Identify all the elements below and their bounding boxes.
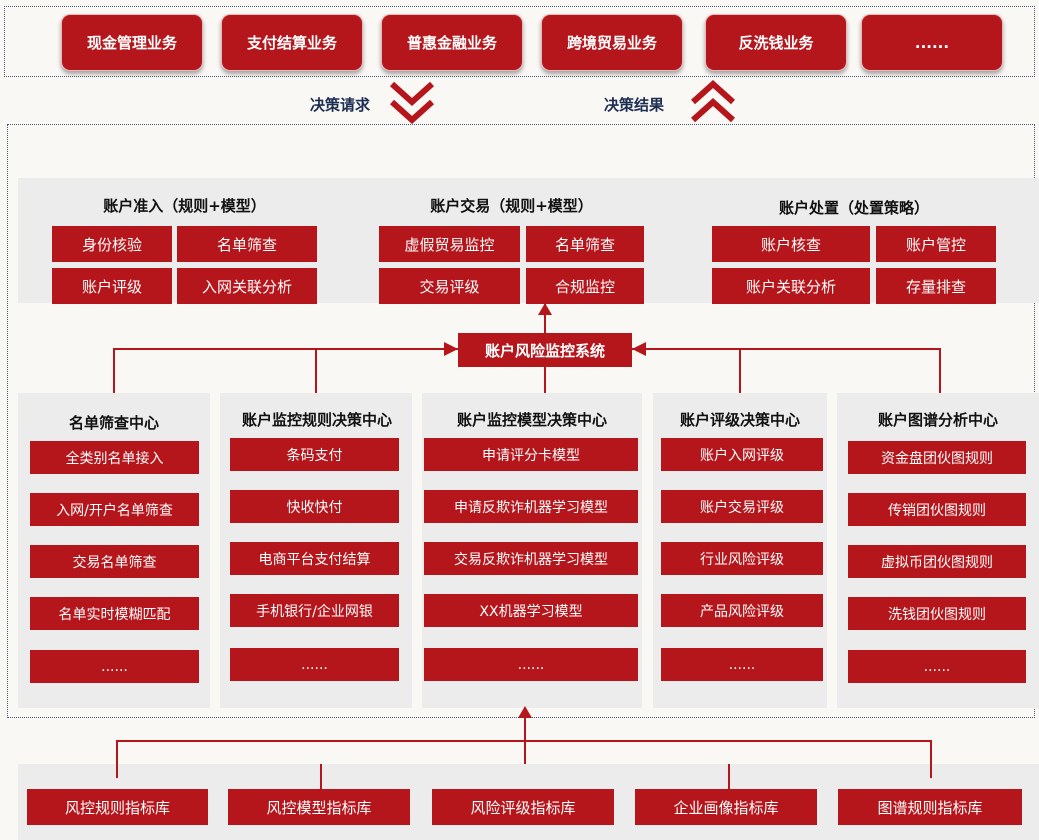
business-more[interactable]: ......	[861, 14, 1003, 71]
business-row-frame	[4, 6, 1035, 77]
center1-item-2[interactable]: 入网/开户名单筛查	[30, 493, 199, 526]
center4-item-more[interactable]: ......	[661, 648, 823, 681]
panel-title-account-transaction: 账户交易（规则+模型）	[430, 197, 593, 215]
connector-lib-1	[116, 740, 118, 778]
connector-rating-center	[739, 348, 741, 393]
risk-rating-indicator-library[interactable]: 风险评级指标库	[432, 789, 614, 825]
connector-graph-center	[939, 348, 941, 393]
business-cross-border-trade[interactable]: 跨境贸易业务	[541, 14, 683, 71]
center2-item-more[interactable]: ......	[230, 648, 399, 681]
account-check-button[interactable]: 账户核查	[712, 226, 870, 262]
arrow-up-icon	[518, 706, 532, 718]
list-screening-center-title: 名单筛查中心	[68, 414, 159, 432]
center2-item-1[interactable]: 条码支付	[230, 438, 399, 471]
center3-item-1[interactable]: 申请评分卡模型	[424, 438, 638, 471]
center3-item-more[interactable]: ......	[424, 648, 638, 681]
chevron-up-icon	[690, 79, 736, 123]
center1-item-more[interactable]: ......	[30, 650, 199, 683]
decision-result-label: 决策结果	[604, 96, 665, 114]
center5-item-2[interactable]: 传销团伙图规则	[848, 493, 1026, 526]
connector-model-center	[544, 367, 546, 393]
arrow-left-icon	[632, 342, 646, 356]
center3-item-4[interactable]: XX机器学习模型	[424, 594, 638, 627]
arrow-up-icon	[538, 303, 552, 315]
connector-list-center	[113, 348, 115, 393]
model-decision-center-title: 账户监控模型决策中心	[456, 411, 607, 429]
compliance-monitor-button[interactable]: 合规监控	[526, 268, 644, 304]
center1-item-3[interactable]: 交易名单筛查	[30, 545, 199, 578]
center2-item-2[interactable]: 快收快付	[230, 490, 399, 523]
center4-item-2[interactable]: 账户交易评级	[661, 490, 823, 523]
center4-item-4[interactable]: 产品风险评级	[661, 594, 823, 627]
center4-item-3[interactable]: 行业风险评级	[661, 542, 823, 575]
connector-rule-center	[315, 348, 317, 393]
center1-item-1[interactable]: 全类别名单接入	[30, 441, 199, 474]
center4-item-1[interactable]: 账户入网评级	[661, 438, 823, 471]
risk-model-indicator-library[interactable]: 风控模型指标库	[228, 789, 410, 825]
center2-item-4[interactable]: 手机银行/企业网银	[230, 594, 399, 627]
business-payment-settlement[interactable]: 支付结算业务	[221, 14, 363, 71]
arrow-right-icon	[444, 342, 458, 356]
account-rating-button[interactable]: 账户评级	[52, 268, 172, 304]
connector-lib-4	[728, 764, 730, 789]
fake-trade-monitor-button[interactable]: 虚假贸易监控	[379, 226, 520, 262]
enterprise-profile-indicator-library[interactable]: 企业画像指标库	[635, 789, 817, 825]
business-anti-money-laundering[interactable]: 反洗钱业务	[705, 14, 847, 71]
account-control-button[interactable]: 账户管控	[876, 226, 996, 262]
center5-item-1[interactable]: 资金盘团伙图规则	[848, 441, 1026, 474]
risk-rule-indicator-library[interactable]: 风控规则指标库	[27, 789, 208, 825]
connector-libraries-up	[524, 714, 526, 778]
connector-lib-2	[320, 764, 322, 789]
rule-decision-center-title: 账户监控规则决策中心	[241, 411, 392, 429]
center3-item-2[interactable]: 申请反欺诈机器学习模型	[424, 490, 638, 523]
account-risk-monitoring-system[interactable]: 账户风险监控系统	[458, 333, 632, 367]
decision-request-label: 决策请求	[310, 96, 371, 114]
account-link-analysis-button[interactable]: 账户关联分析	[712, 268, 870, 304]
center5-item-3[interactable]: 虚拟币团伙图规则	[848, 545, 1026, 578]
business-inclusive-finance[interactable]: 普惠金融业务	[381, 14, 523, 71]
panel-title-account-disposal: 账户处置（处置策略）	[778, 199, 929, 217]
center1-item-4[interactable]: 名单实时模糊匹配	[30, 597, 199, 630]
transaction-rating-button[interactable]: 交易评级	[379, 268, 520, 304]
center5-item-more[interactable]: ......	[848, 650, 1026, 683]
center2-item-3[interactable]: 电商平台支付结算	[230, 542, 399, 575]
stock-inspection-button[interactable]: 存量排查	[876, 268, 996, 304]
rating-decision-center-title: 账户评级决策中心	[679, 411, 800, 429]
identity-verification-button[interactable]: 身份核验	[52, 226, 172, 262]
center3-item-3[interactable]: 交易反欺诈机器学习模型	[424, 542, 638, 575]
connector-to-panels	[544, 303, 546, 333]
connector-libraries-horizontal	[116, 740, 932, 742]
panel-title-account-admission: 账户准入（规则+模型）	[103, 197, 266, 215]
onboarding-link-analysis-button[interactable]: 入网关联分析	[177, 268, 317, 304]
transaction-list-screening-button[interactable]: 名单筛查	[526, 226, 644, 262]
center5-item-4[interactable]: 洗钱团伙图规则	[848, 597, 1026, 630]
list-screening-button[interactable]: 名单筛查	[177, 226, 317, 262]
business-cash-management[interactable]: 现金管理业务	[61, 14, 203, 71]
graph-rule-indicator-library[interactable]: 图谱规则指标库	[838, 789, 1022, 825]
graph-analysis-center-title: 账户图谱分析中心	[877, 411, 998, 429]
connector-lib-5	[930, 740, 932, 778]
chevron-down-icon	[389, 81, 435, 125]
